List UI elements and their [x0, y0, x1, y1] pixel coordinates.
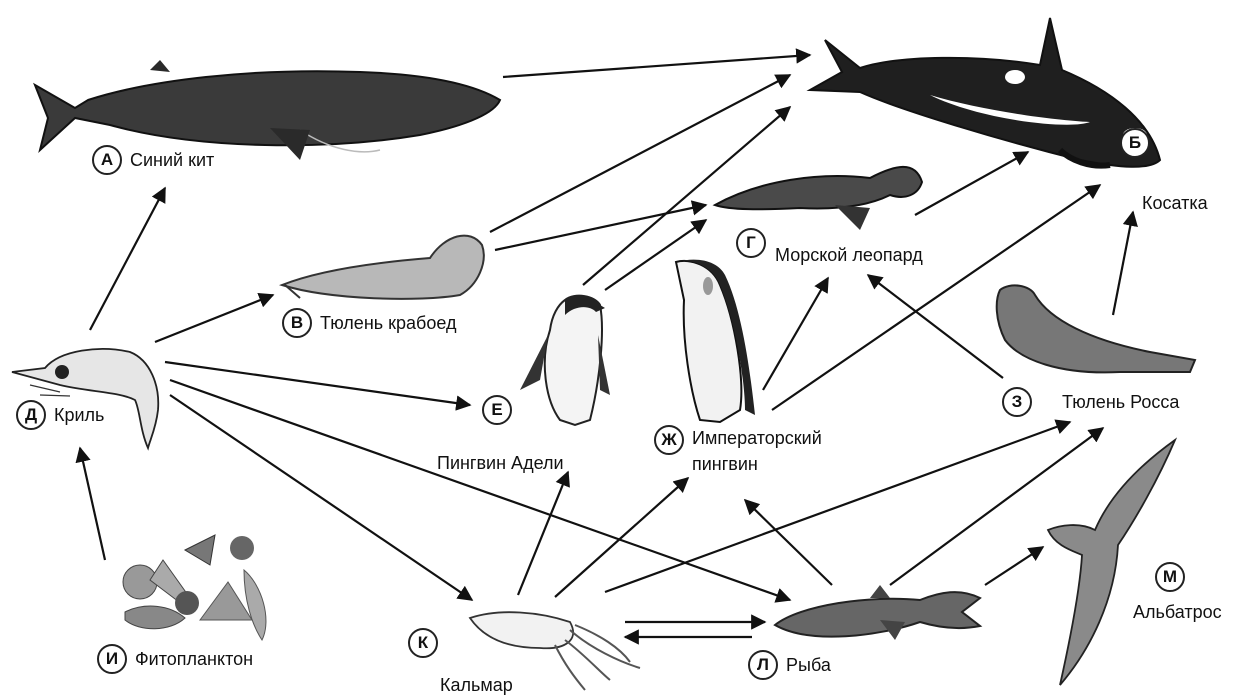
node-orca-badge: Б — [1120, 128, 1150, 158]
organism-label: Косатка — [1142, 193, 1208, 214]
arrow-krill-to-whale — [90, 188, 165, 330]
arrow-krill-to-squid — [170, 395, 472, 600]
arrow-fish-to-ross — [890, 428, 1103, 585]
organism-label-line2: пингвин — [692, 451, 822, 477]
organism-label: Фитопланктон — [135, 649, 253, 670]
organism-label: Кальмар — [440, 675, 513, 696]
node-blue-whale: А Синий кит — [92, 145, 214, 175]
letter-badge: З — [1002, 387, 1032, 417]
node-crabeater-seal: В Тюлень крабоед — [282, 308, 456, 338]
node-squid-badge: К — [408, 628, 438, 658]
letter-badge: К — [408, 628, 438, 658]
arrow-squid-to-adelie — [518, 472, 568, 595]
adelie-penguin-image — [520, 296, 610, 425]
arrow-krill-to-crabeater — [155, 295, 273, 342]
letter-badge: Л — [748, 650, 778, 680]
letter-badge: В — [282, 308, 312, 338]
arrow-krill-to-adelie — [165, 362, 470, 405]
organism-label: Пингвин Адели — [437, 453, 564, 474]
arrow-leopard-to-orca — [915, 152, 1028, 215]
organism-label: Криль — [54, 405, 104, 426]
letter-badge: Е — [482, 395, 512, 425]
letter-badge: Д — [16, 400, 46, 430]
organism-label: Альбатрос — [1133, 602, 1222, 623]
node-leopard-seal-label: Морской леопард — [775, 245, 923, 266]
node-krill: Д Криль — [16, 400, 104, 430]
node-orca-label: Косатка — [1142, 193, 1208, 214]
node-ross-seal: З Тюлень Росса — [1002, 387, 1179, 417]
node-fish: Л Рыба — [748, 650, 831, 680]
organism-label: Морской леопард — [775, 245, 923, 266]
organism-label: Тюлень Росса — [1062, 392, 1179, 413]
orca-image — [810, 18, 1160, 167]
phytoplankton-image — [123, 535, 266, 640]
fish-image — [775, 585, 980, 640]
arrow-ross-to-leopard — [868, 275, 1003, 378]
node-albatross-badge: М — [1155, 562, 1185, 592]
organism-label: Тюлень крабоед — [320, 313, 456, 334]
ross-seal-image — [997, 285, 1195, 372]
arrow-fish-to-albatross — [985, 547, 1043, 585]
arrow-squid-to-emperor — [555, 478, 688, 597]
letter-badge: А — [92, 145, 122, 175]
letter-badge: Б — [1120, 128, 1150, 158]
arrow-emperor-to-orca — [772, 185, 1100, 410]
krill-image — [12, 349, 158, 448]
arrow-ross-to-orca — [1113, 212, 1133, 315]
arrow-phyto-to-krill — [80, 448, 105, 560]
letter-badge: И — [97, 644, 127, 674]
organism-label: Синий кит — [130, 150, 214, 171]
node-emperor-penguin: Ж Императорский пингвин — [654, 425, 822, 477]
letter-badge: Г — [736, 228, 766, 258]
node-adelie-badge: Е — [482, 395, 512, 425]
leopard-seal-image — [715, 167, 922, 230]
arrow-emperor-to-leopard — [763, 278, 828, 390]
organism-label: Рыба — [786, 655, 831, 676]
organism-label-line1: Императорский — [692, 425, 822, 451]
node-albatross-label: Альбатрос — [1133, 602, 1222, 623]
node-squid-label: Кальмар — [440, 675, 513, 696]
crabeater-seal-image — [282, 236, 484, 299]
emperor-penguin-image — [676, 260, 755, 422]
organism-label: Императорский пингвин — [692, 425, 822, 477]
letter-badge: М — [1155, 562, 1185, 592]
letter-badge: Ж — [654, 425, 684, 455]
arrow-whale-to-orca — [503, 55, 810, 77]
node-adelie-label: Пингвин Адели — [437, 453, 564, 474]
node-phytoplankton: И Фитопланктон — [97, 644, 253, 674]
node-leopard-seal-badge: Г — [736, 228, 766, 258]
